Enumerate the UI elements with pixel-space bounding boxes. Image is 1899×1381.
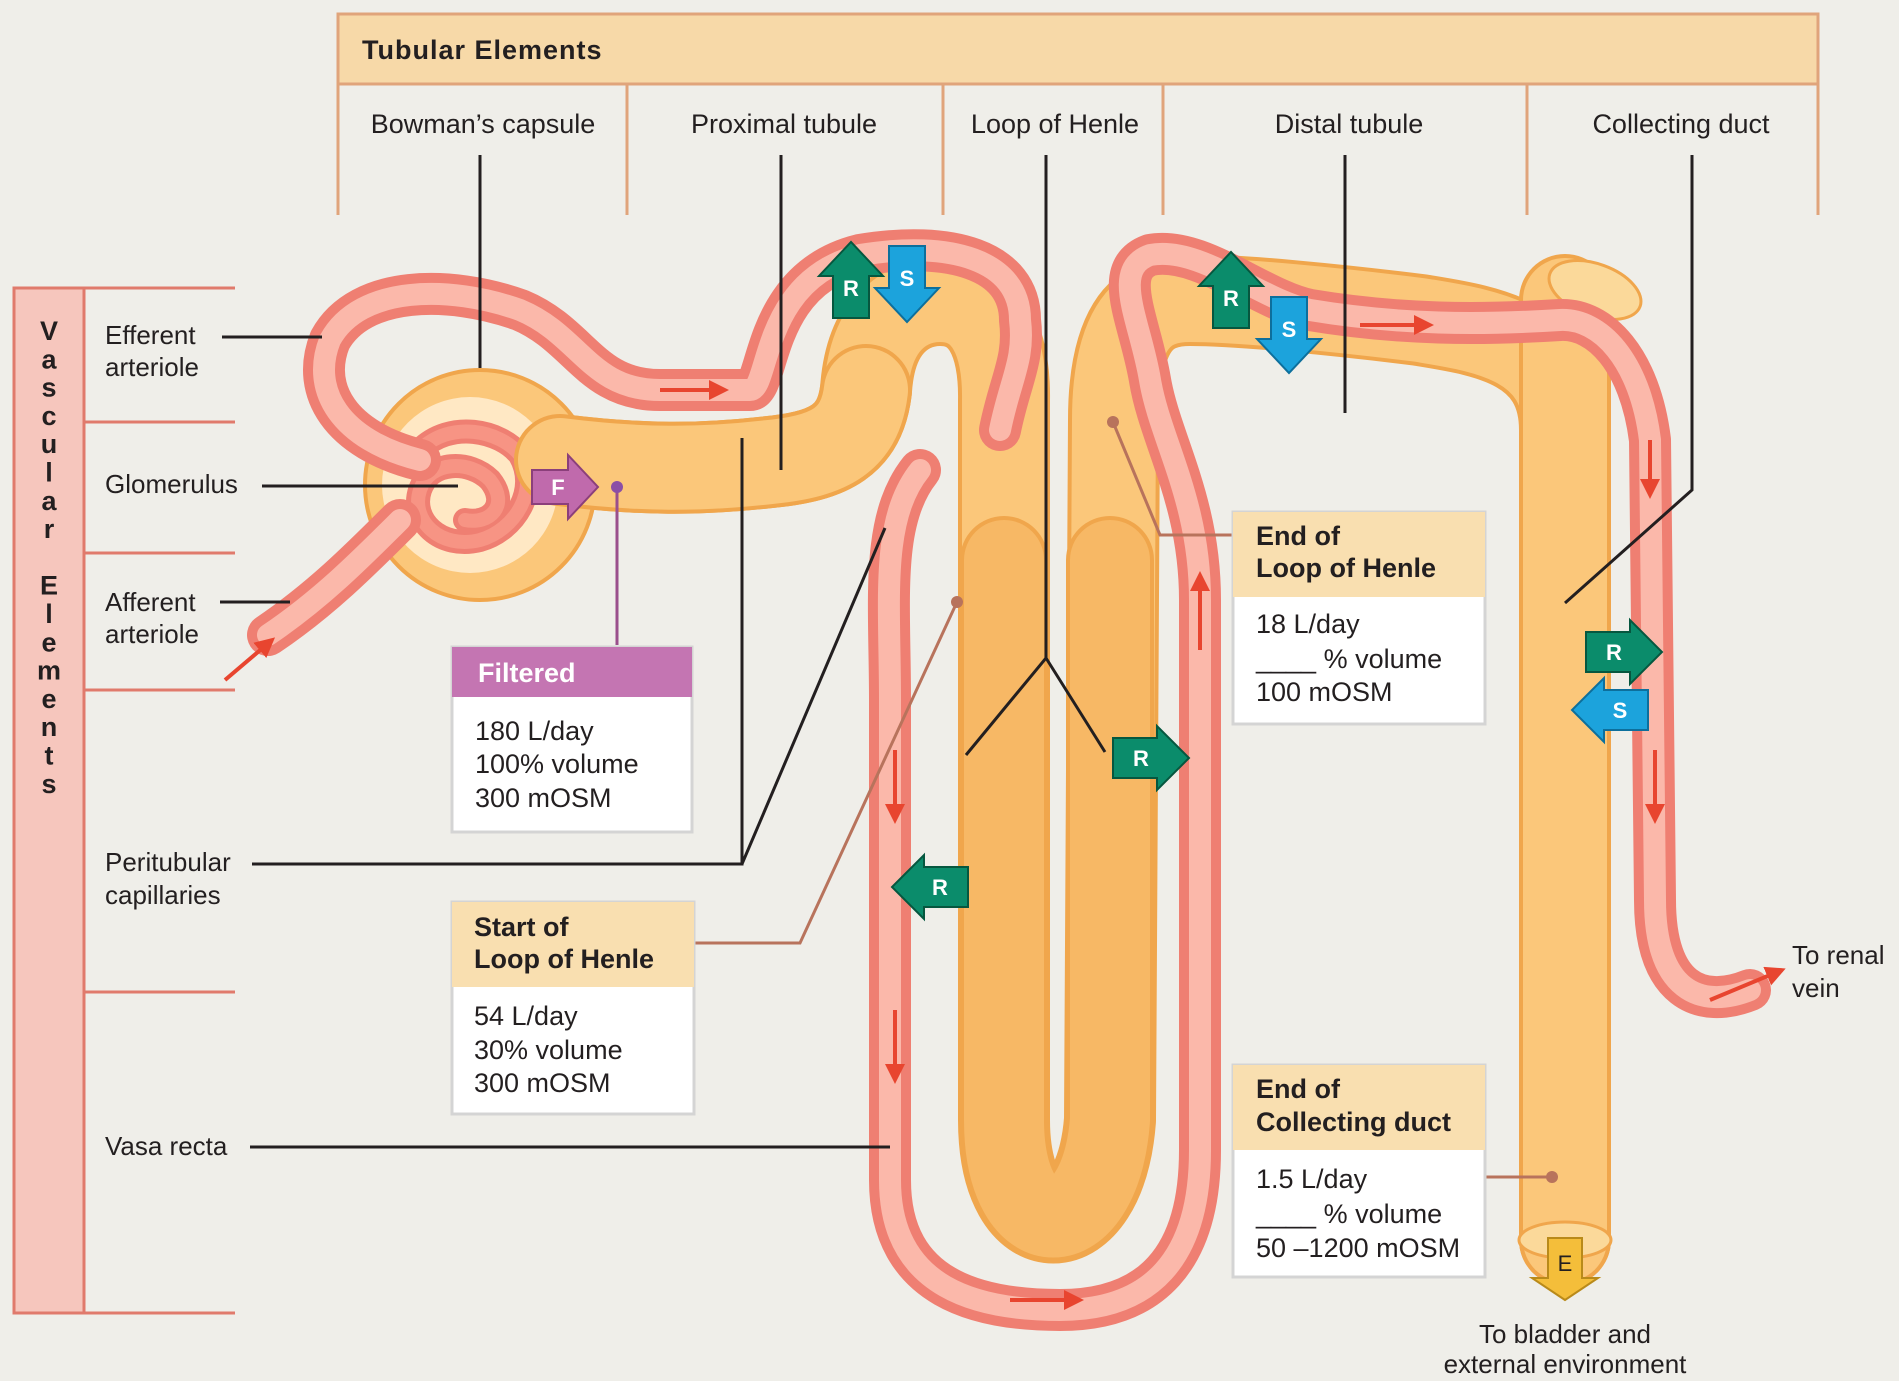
start-loop-box: Start of Loop of Henle 54 L/day 30% volu… [452, 902, 694, 1114]
afferent-arteriole-label-1: Afferent [105, 587, 196, 617]
start-loop-line-3: 300 mOSM [474, 1068, 611, 1098]
end-duct-title-2: Collecting duct [1256, 1107, 1451, 1137]
vascular-title-letter: a [41, 344, 57, 374]
vascular-labels: Efferent arteriole Glomerulus Afferent a… [105, 320, 238, 1161]
end-loop-box: End of Loop of Henle 18 L/day ____ % vol… [1233, 512, 1485, 724]
start-loop-title-1: Start of [474, 912, 570, 942]
excretion-label: E [1558, 1251, 1573, 1276]
column-proximal-tubule: Proximal tubule [691, 109, 877, 139]
column-collecting-duct: Collecting duct [1592, 109, 1770, 139]
end-duct-line-3: 50 –1200 mOSM [1256, 1233, 1460, 1263]
start-loop-line-1: 54 L/day [474, 1001, 578, 1031]
glomerulus-label: Glomerulus [105, 469, 238, 499]
column-bowmans-capsule: Bowman’s capsule [371, 109, 596, 139]
efferent-arteriole-label-1: Efferent [105, 320, 196, 350]
vascular-title-letter: l [45, 458, 53, 488]
start-loop-title-2: Loop of Henle [474, 944, 654, 974]
end-loop-line-2: ____ % volume [1255, 644, 1442, 674]
filtration-label: F [551, 475, 564, 500]
output-labels: To renal vein To bladder and external en… [1444, 940, 1885, 1379]
vasa-recta-label: Vasa recta [105, 1131, 228, 1161]
vascular-title-letter: m [37, 656, 61, 686]
bladder-label-1: To bladder and [1479, 1319, 1651, 1349]
vascular-title-letter: e [41, 684, 56, 714]
filtered-box: Filtered 180 L/day 100% volume 300 mOSM [452, 647, 692, 832]
reabsorption-label: R [1223, 286, 1239, 311]
vascular-title-letter: c [41, 401, 56, 431]
filtered-title: Filtered [478, 658, 576, 688]
reabsorption-label: R [1133, 746, 1149, 771]
reabsorption-label: R [932, 875, 948, 900]
afferent-arteriole-label-2: arteriole [105, 619, 199, 649]
secretion-label: S [1613, 698, 1628, 723]
reabsorption-label: R [1606, 640, 1622, 665]
tubular-elements-header: Tubular Elements Bowman’s capsule Proxim… [338, 14, 1818, 215]
peritubular-label-1: Peritubular [105, 847, 231, 877]
end-duct-line-2: ____ % volume [1255, 1199, 1442, 1229]
end-duct-title-1: End of [1256, 1074, 1341, 1104]
renal-vein-label-2: vein [1792, 973, 1840, 1003]
column-loop-of-henle: Loop of Henle [971, 109, 1139, 139]
end-loop-line-3: 100 mOSM [1256, 677, 1393, 707]
peritubular-label-2: capillaries [105, 880, 221, 910]
vascular-title-letter: u [41, 429, 58, 459]
vascular-title-letter: r [44, 514, 55, 544]
end-loop-title-2: Loop of Henle [1256, 553, 1436, 583]
start-loop-line-2: 30% volume [474, 1035, 623, 1065]
vascular-title-letter: s [41, 769, 56, 799]
vascular-title-letter: E [40, 571, 58, 601]
reabsorption-label: R [843, 276, 859, 301]
vascular-title-letter: l [45, 599, 53, 629]
vascular-title-letter: n [41, 712, 58, 742]
filtered-line-3: 300 mOSM [475, 783, 612, 813]
end-duct-line-1: 1.5 L/day [1256, 1164, 1368, 1194]
vascular-title-letter: t [45, 741, 54, 771]
efferent-arteriole-label-2: arteriole [105, 352, 199, 382]
end-loop-title-1: End of [1256, 521, 1341, 551]
end-duct-box: End of Collecting duct 1.5 L/day ____ % … [1233, 1065, 1485, 1277]
vascular-title-letter: a [41, 486, 57, 516]
secretion-label: S [1282, 317, 1297, 342]
end-loop-line-1: 18 L/day [1256, 609, 1360, 639]
vascular-title-letter: e [41, 627, 56, 657]
vascular-title-letter: V [40, 316, 58, 346]
renal-vein-label-1: To renal [1792, 940, 1885, 970]
vascular-title-letter: s [41, 373, 56, 403]
column-distal-tubule: Distal tubule [1275, 109, 1424, 139]
secretion-label: S [900, 266, 915, 291]
tubular-elements-title: Tubular Elements [362, 35, 603, 65]
filtered-line-2: 100% volume [475, 749, 639, 779]
filtered-line-1: 180 L/day [475, 716, 594, 746]
bladder-label-2: external environment [1444, 1349, 1688, 1379]
